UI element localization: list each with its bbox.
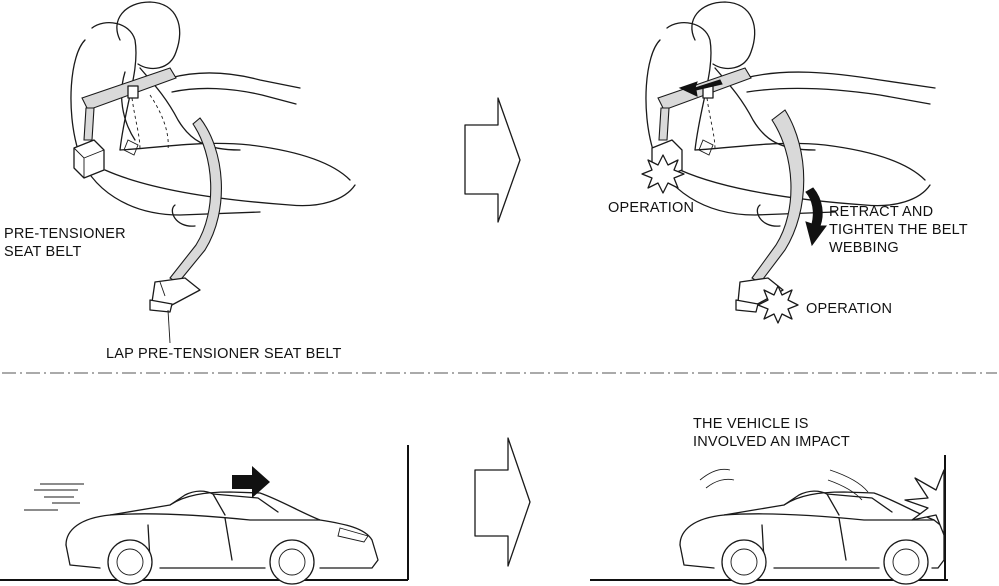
operation-upper-label: OPERATION bbox=[608, 200, 695, 216]
retract-arrow-icon bbox=[678, 79, 723, 97]
impact-label: THE VEHICLE IS INVOLVED AN IMPACT bbox=[693, 415, 850, 451]
lap-pretensioner-label: LAP PRE-TENSIONER SEAT BELT bbox=[106, 346, 342, 362]
retract-label-line2: TIGHTEN THE BELT bbox=[829, 222, 968, 238]
explosion-lower-icon bbox=[757, 285, 799, 324]
pretensioner-label-line2: SEAT BELT bbox=[4, 244, 82, 260]
explosion-upper-icon bbox=[641, 154, 685, 194]
occupant-before bbox=[70, 1, 356, 344]
motion-arrow-icon bbox=[232, 466, 270, 498]
process-arrow-bottom-icon bbox=[474, 437, 531, 567]
vehicle-impact bbox=[590, 455, 948, 585]
occupant-after bbox=[645, 1, 936, 313]
pretensioner-label-line1: PRE-TENSIONER bbox=[4, 226, 126, 242]
process-arrow-top-icon bbox=[464, 97, 521, 223]
impact-label-line2: INVOLVED AN IMPACT bbox=[693, 434, 850, 450]
retract-label: RETRACT AND TIGHTEN THE BELT WEBBING bbox=[829, 203, 968, 257]
retract-label-line3: WEBBING bbox=[829, 240, 899, 256]
vehicle-moving bbox=[0, 445, 409, 585]
pretensioner-label: PRE-TENSIONER SEAT BELT bbox=[4, 225, 126, 261]
impact-label-line1: THE VEHICLE IS bbox=[693, 416, 809, 432]
retract-label-line1: RETRACT AND bbox=[829, 204, 934, 220]
tighten-arrow-icon bbox=[805, 187, 827, 247]
impact-burst-icon bbox=[904, 469, 945, 536]
operation-lower-label: OPERATION bbox=[806, 301, 893, 317]
